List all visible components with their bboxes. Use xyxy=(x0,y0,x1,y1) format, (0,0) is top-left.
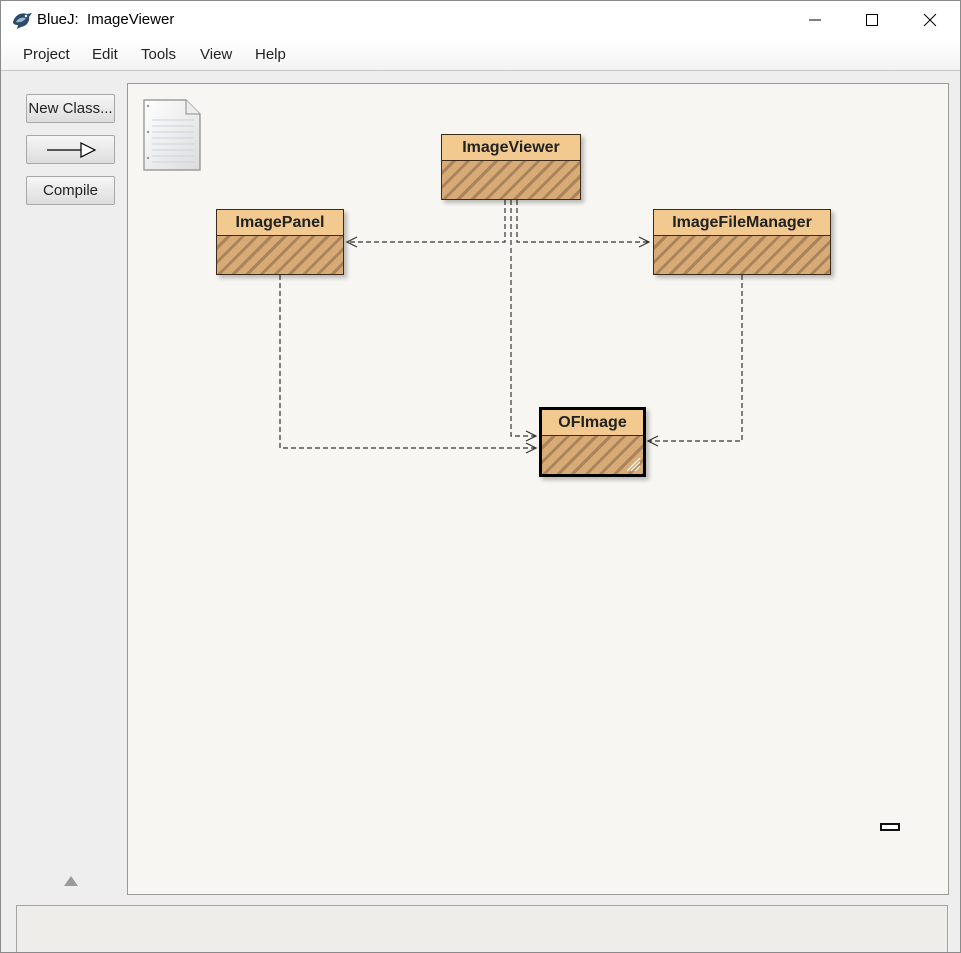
arrow-imagefilemanager-to-ofimage xyxy=(648,275,743,442)
title-bar: BlueJ: ImageViewer xyxy=(1,1,960,39)
tool-panel: New Class... Compile xyxy=(1,71,127,896)
class-body-ofimage xyxy=(542,436,643,474)
bluej-bird-icon xyxy=(11,10,33,30)
class-body-imagepanel xyxy=(217,236,343,274)
minimize-button[interactable] xyxy=(786,1,844,39)
class-body-imageviewer xyxy=(442,161,580,199)
message-panel xyxy=(16,905,948,952)
close-button[interactable] xyxy=(901,1,959,39)
new-inheritance-arrow-button[interactable] xyxy=(26,135,115,164)
class-name-imageviewer: ImageViewer xyxy=(442,135,580,161)
minimize-icon xyxy=(809,19,821,21)
menu-project[interactable]: Project xyxy=(23,46,70,63)
new-class-button[interactable]: New Class... xyxy=(26,94,115,123)
dependency-arrows xyxy=(279,200,743,454)
project-name: ImageViewer xyxy=(87,11,175,28)
arrow-imageviewer-to-ofimage xyxy=(510,200,536,437)
menu-help[interactable]: Help xyxy=(255,46,286,63)
class-imageviewer[interactable]: ImageViewer xyxy=(441,134,581,200)
menu-edit[interactable]: Edit xyxy=(92,46,118,63)
inheritance-arrow-icon xyxy=(46,142,96,158)
window-title: BlueJ: ImageViewer xyxy=(37,11,174,28)
class-diagram-canvas[interactable]: ImageViewer ImagePanel ImageFileManager … xyxy=(127,83,949,895)
arrow-imageviewer-to-imagefilemanager xyxy=(516,200,649,243)
readme-document-icon[interactable] xyxy=(142,98,202,177)
class-imagefilemanager[interactable]: ImageFileManager xyxy=(653,209,831,275)
collapse-triangle-icon[interactable] xyxy=(63,874,79,892)
class-body-imagefilemanager xyxy=(654,236,830,274)
class-name-ofimage: OFImage xyxy=(542,410,643,436)
menu-view[interactable]: View xyxy=(200,46,233,63)
class-name-imagepanel: ImagePanel xyxy=(217,210,343,236)
resize-handle-icon[interactable] xyxy=(623,454,641,472)
menu-bar: Project Edit Tools View Help xyxy=(1,39,960,71)
class-imagepanel[interactable]: ImagePanel xyxy=(216,209,344,275)
maximize-button[interactable] xyxy=(843,1,901,39)
class-ofimage[interactable]: OFImage xyxy=(539,407,646,477)
compile-button[interactable]: Compile xyxy=(26,176,115,205)
machine-icon xyxy=(880,823,900,831)
class-name-imagefilemanager: ImageFileManager xyxy=(654,210,830,236)
close-icon xyxy=(923,13,937,27)
menu-tools[interactable]: Tools xyxy=(141,46,177,63)
arrow-imageviewer-to-imagepanel xyxy=(347,200,506,243)
arrow-imagepanel-to-ofimage xyxy=(279,275,536,449)
maximize-icon xyxy=(866,14,878,26)
app-name: BlueJ: xyxy=(37,11,79,28)
